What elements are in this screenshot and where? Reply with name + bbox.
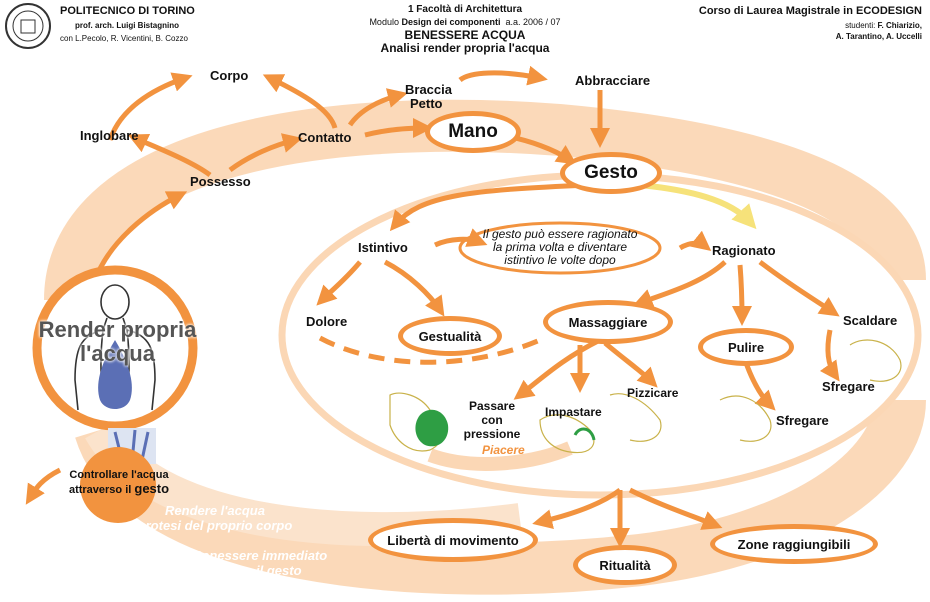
controllare-gesto: gesto: [134, 481, 170, 496]
professor-name: prof. arch. Luigi Bistagnino: [75, 21, 179, 30]
node-gesto: Gesto: [560, 152, 662, 194]
students-names-1: F. Chiarizio,: [877, 21, 922, 30]
assistants-names: con L.Pecolo, R. Vicentini, B. Cozzo: [60, 34, 188, 43]
note-text: Il gesto può essere ragionato la prima v…: [470, 228, 650, 267]
node-dolore: Dolore: [306, 314, 348, 329]
controllare-line-2-text: attraverso il: [68, 484, 135, 496]
faculty-label: 1 Facoltà di Architettura: [407, 4, 523, 15]
node-sfregare-2: Sfregare: [776, 413, 829, 428]
node-massaggiare: Massaggiare: [543, 300, 673, 344]
students-label: studenti:: [845, 21, 878, 30]
band-label-1-line-2: protesi del proprio corpo: [137, 518, 293, 533]
node-ragionato: Ragionato: [712, 243, 776, 258]
note-line-3: istintivo le volte dopo: [504, 253, 616, 267]
node-liberta: Libertà di movimento: [368, 518, 538, 562]
university-name: POLITECNICO DI TORINO: [60, 5, 195, 17]
band-label-2: Benessere immediato come il gesto: [180, 548, 340, 578]
academic-year: a.a. 2006 / 07: [505, 17, 561, 27]
node-petto: Petto: [410, 96, 443, 111]
module-name: Design dei componenti: [401, 17, 501, 27]
course-name: Corso di Laurea Magistrale in ECODESIGN: [698, 5, 922, 17]
node-scaldare: Scaldare: [843, 313, 898, 328]
note-line-2: la prima volta e diventare: [492, 240, 628, 254]
node-contatto: Contatto: [298, 130, 352, 145]
module-prefix: Modulo: [369, 17, 402, 27]
page-subtitle: Analisi render propria l'acqua: [380, 41, 550, 55]
node-braccia: Braccia: [405, 82, 452, 97]
band-label-1-line-1: Rendere l'acqua: [165, 503, 265, 518]
node-mano: Mano: [425, 111, 521, 153]
controllare-circle: [80, 447, 156, 523]
band-label-1: Rendere l'acqua protesi del proprio corp…: [130, 503, 300, 533]
controllare-label: Controllare l'acqua attraverso il gesto: [60, 468, 178, 497]
node-passare: Passare con pressione: [452, 399, 532, 441]
band-label-2-line-1: Benessere immediato: [192, 548, 328, 563]
node-possesso: Possesso: [190, 174, 251, 189]
water-drop-icon: [98, 340, 132, 409]
node-inglobare: Inglobare: [80, 128, 139, 143]
node-piacere: Piacere: [482, 443, 525, 457]
node-impastare: Impastare: [545, 405, 602, 419]
note-outline: [458, 221, 662, 275]
university-seal-icon: [5, 3, 51, 49]
node-pulire: Pulire: [698, 328, 794, 366]
students-line1: studenti: F. Chiarizio,: [845, 20, 922, 31]
center-label: Render propria l'acqua: [38, 317, 197, 366]
band-label-2-line-2: come il gesto: [218, 563, 302, 578]
node-istintivo: Istintivo: [358, 240, 408, 255]
students-line2: A. Tarantino, A. Uccelli: [835, 32, 922, 41]
page-title: BENESSERE ACQUA: [404, 28, 526, 42]
module-line: Modulo Design dei componenti a.a. 2006 /…: [0, 17, 930, 27]
human-figure-icon: [74, 284, 156, 411]
passare-line-3: pressione: [463, 427, 521, 441]
note-line-1: Il gesto può essere ragionato: [482, 227, 638, 241]
controllare-line-1: Controllare l'acqua: [69, 469, 169, 481]
node-gestualita: Gestualità: [398, 316, 502, 356]
node-corpo: Corpo: [210, 68, 249, 83]
node-ritualita: Ritualità: [573, 545, 677, 585]
node-sfregare-1: Sfregare: [822, 379, 875, 394]
node-abbracciare: Abbracciare: [575, 73, 651, 88]
passare-line-2: con: [481, 413, 503, 427]
passare-line-1: Passare: [468, 399, 516, 413]
node-pizzicare: Pizzicare: [627, 386, 679, 400]
controllare-line-2: attraverso il gesto: [60, 482, 178, 497]
node-zone: Zone raggiungibili: [710, 524, 878, 564]
